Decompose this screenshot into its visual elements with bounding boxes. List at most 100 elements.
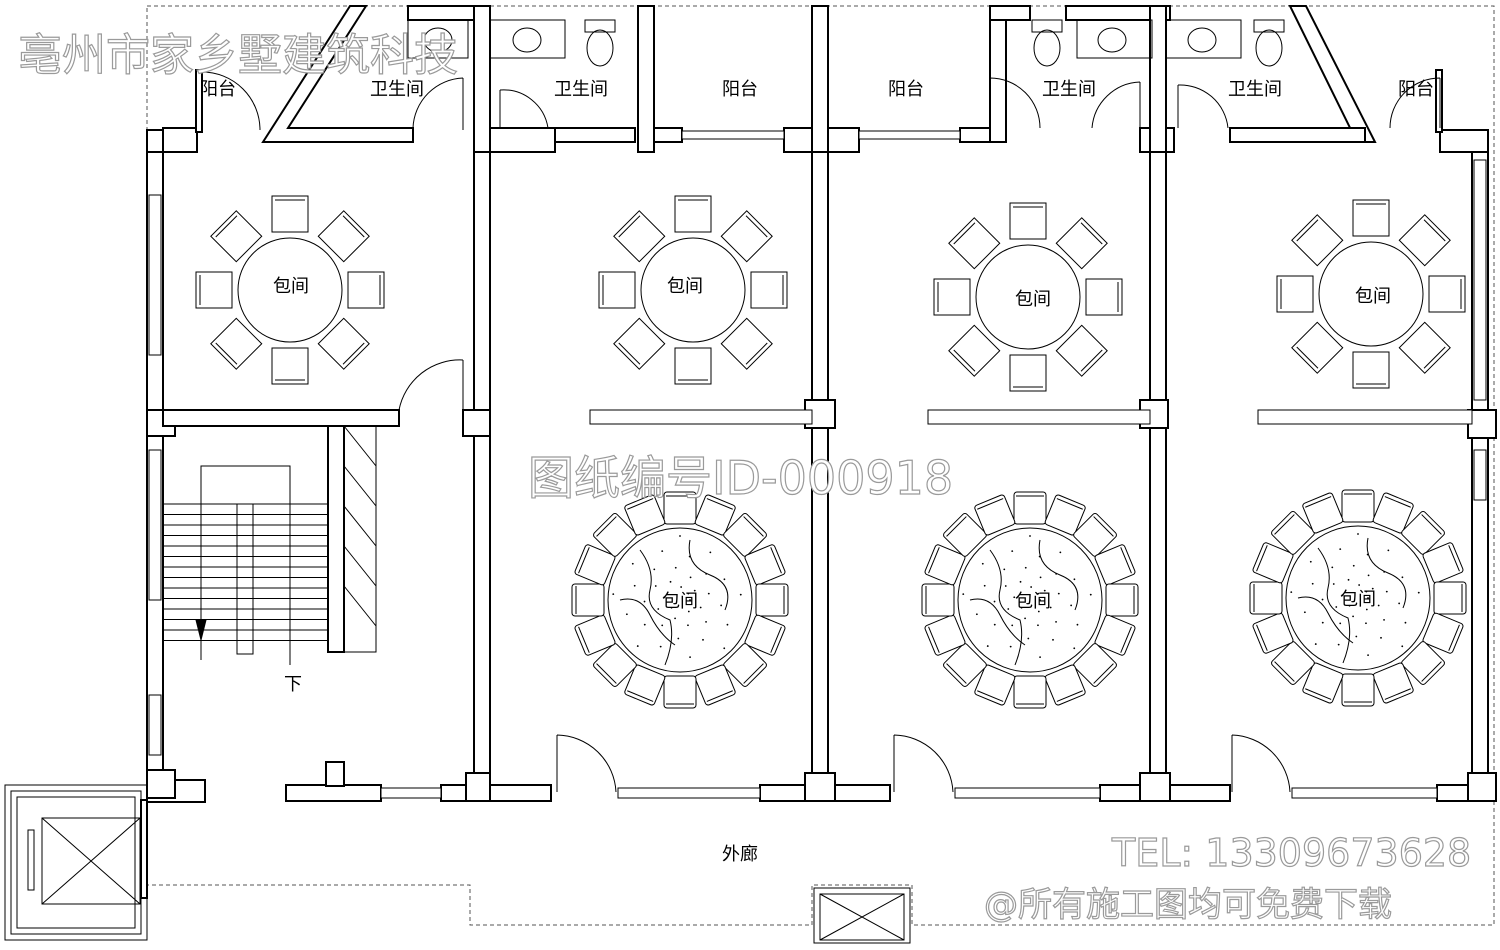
chair (720, 317, 773, 370)
bathroom-label: 卫生间 (1228, 79, 1282, 100)
chair (1105, 583, 1139, 617)
private-room-label: 包间 (662, 591, 698, 612)
chair (1055, 217, 1108, 270)
chair (1249, 581, 1283, 615)
chair (1433, 581, 1467, 615)
chair (1009, 354, 1047, 392)
table-top (607, 527, 753, 673)
chair (1094, 614, 1136, 656)
chair (1372, 662, 1414, 704)
chair (1428, 275, 1466, 313)
table-top (1318, 241, 1424, 347)
round-table-8-seat (933, 202, 1123, 392)
round-table-8-seat (1276, 199, 1466, 389)
private-room-label: 包间 (667, 276, 703, 297)
chair (1044, 494, 1086, 536)
chair (943, 513, 987, 557)
chair (1009, 202, 1047, 240)
chair (924, 544, 966, 586)
chair (974, 494, 1016, 536)
chair (1013, 491, 1047, 525)
rear-walls (162, 5, 1443, 153)
chair (663, 491, 697, 525)
tel-watermark: TEL: 13309673628 (1111, 831, 1471, 875)
chair (1398, 321, 1451, 374)
bathroom-label: 卫生间 (554, 79, 608, 100)
round-table-16-seat (571, 491, 789, 709)
table-top (640, 237, 746, 343)
chair (1055, 324, 1108, 377)
shaft (813, 887, 911, 944)
chair (624, 494, 666, 536)
chair (317, 317, 370, 370)
chair (933, 278, 971, 316)
private-room-label: 包间 (1340, 589, 1376, 610)
chair (1302, 662, 1344, 704)
exterior-walls (146, 129, 1489, 803)
chair (613, 210, 666, 263)
chair (1073, 513, 1117, 557)
drawing-id-watermark: 图纸编号ID-000918 (528, 451, 953, 505)
chair (750, 271, 788, 309)
chair (694, 494, 736, 536)
round-table-16-seat (1249, 489, 1467, 707)
corridor-label: 外廊 (722, 844, 758, 865)
chair (1341, 489, 1375, 523)
chair (271, 195, 309, 233)
private-room-label: 包间 (273, 276, 309, 297)
balcony-label: 阳台 (1398, 79, 1434, 100)
chair (948, 217, 1001, 270)
private-room-label: 包间 (1015, 591, 1051, 612)
chair (1044, 664, 1086, 706)
balcony-label: 阳台 (888, 79, 924, 100)
chair (195, 271, 233, 309)
chair (723, 513, 767, 557)
bathroom-label: 卫生间 (370, 79, 424, 100)
chair (1422, 542, 1464, 584)
eave-outline (146, 5, 1495, 926)
chair (674, 195, 712, 233)
chair (1302, 492, 1344, 534)
chair (1252, 542, 1294, 584)
chair (1073, 643, 1117, 687)
chair (1094, 544, 1136, 586)
chair (1398, 214, 1451, 267)
company-watermark: 亳州市家乡墅建筑科技 (18, 30, 458, 81)
doors (201, 71, 1441, 793)
chair (974, 664, 1016, 706)
chair (613, 317, 666, 370)
chair (1276, 275, 1314, 313)
chair (1352, 351, 1390, 389)
round-table-8-seat (195, 195, 385, 385)
chair (317, 210, 370, 263)
chair (1291, 321, 1344, 374)
table-top (1285, 525, 1431, 671)
partition-walls (146, 127, 1497, 802)
elevator (4, 784, 148, 941)
chair (593, 643, 637, 687)
chair (663, 675, 697, 709)
chair (948, 324, 1001, 377)
round-table-8-seat (598, 195, 788, 385)
balcony-label: 阳台 (722, 79, 758, 100)
sanitary-fixtures (407, 19, 1285, 67)
balcony-label: 阳台 (200, 79, 236, 100)
chair (598, 271, 636, 309)
chair (755, 583, 789, 617)
chair (1085, 278, 1123, 316)
chair (674, 347, 712, 385)
chair (1341, 673, 1375, 707)
table-top (975, 244, 1081, 350)
chair (210, 317, 263, 370)
chair (574, 544, 616, 586)
chair (943, 643, 987, 687)
chair (1271, 511, 1315, 555)
chair (744, 544, 786, 586)
free-download-watermark: @所有施工图均可免费下载 (984, 885, 1392, 925)
chair (271, 347, 309, 385)
watermarks: 亳州市家乡墅建筑科技 图纸编号ID-000918 TEL: 1330967362… (17, 29, 1471, 925)
staircase (163, 425, 377, 665)
chair (571, 583, 605, 617)
chair (347, 271, 385, 309)
